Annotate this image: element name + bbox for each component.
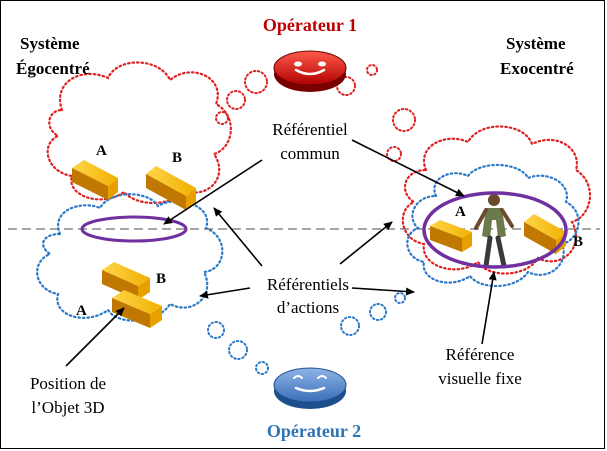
action-references-line1: Référentiels [267,275,349,294]
arrow-position-to-object [65,307,125,367]
right-common-reference-ellipse [422,191,568,269]
right-box-a [430,220,472,252]
arrow-common-to-left-ellipse [163,159,263,225]
human-figure-icon [474,194,514,269]
arrows [65,139,497,367]
marker-a-left-lower: A [76,303,87,319]
operator2-thought-bubbles [207,292,406,375]
arrow-reference-to-figure [481,271,497,345]
common-reference-line2: commun [280,144,340,163]
arrow-actions-to-right-upper [339,221,393,265]
operator1-label: Opérateur 1 [263,15,357,35]
title-left-line2: Égocentré [16,59,90,78]
arrow-common-to-right-ellipse [351,139,465,197]
marker-a-left-upper: A [96,143,107,159]
operator1-thought-bubbles [215,64,416,162]
title-right-line1: Système [506,34,566,53]
right-blue-cloud [406,163,580,288]
fixed-visual-reference-line2: visuelle fixe [438,369,522,388]
left-lower-box-a [112,290,162,328]
marker-b-left-lower: B [156,271,166,287]
operator2-label: Opérateur 2 [267,421,361,441]
left-upper-box-a [72,160,118,200]
right-red-cloud [401,125,592,275]
common-reference-line1: Référentiel [272,120,348,139]
fixed-visual-reference-line1: Référence [446,345,515,364]
left-common-reference-ellipse [80,215,188,243]
title-right-line2: Exocentré [500,59,574,78]
left-lower-blue-cloud [36,193,224,322]
left-upper-box-b [146,166,196,210]
left-upper-red-cloud [46,61,232,204]
operator2-face-icon [273,367,347,409]
arrow-actions-to-left-lower [199,287,251,299]
object-position-line2: l’Objet 3D [31,398,104,417]
operator1-face-icon [273,50,347,92]
arrow-actions-to-left-upper [213,207,263,267]
marker-a-right: A [455,204,466,220]
arrow-actions-to-right-lower [351,287,415,296]
marker-b-right: B [573,234,583,250]
action-references-line2: d’actions [277,298,339,317]
title-left-line1: Système [20,34,80,53]
object-position-line1: Position de [30,374,106,393]
marker-b-left-upper: B [172,150,182,166]
